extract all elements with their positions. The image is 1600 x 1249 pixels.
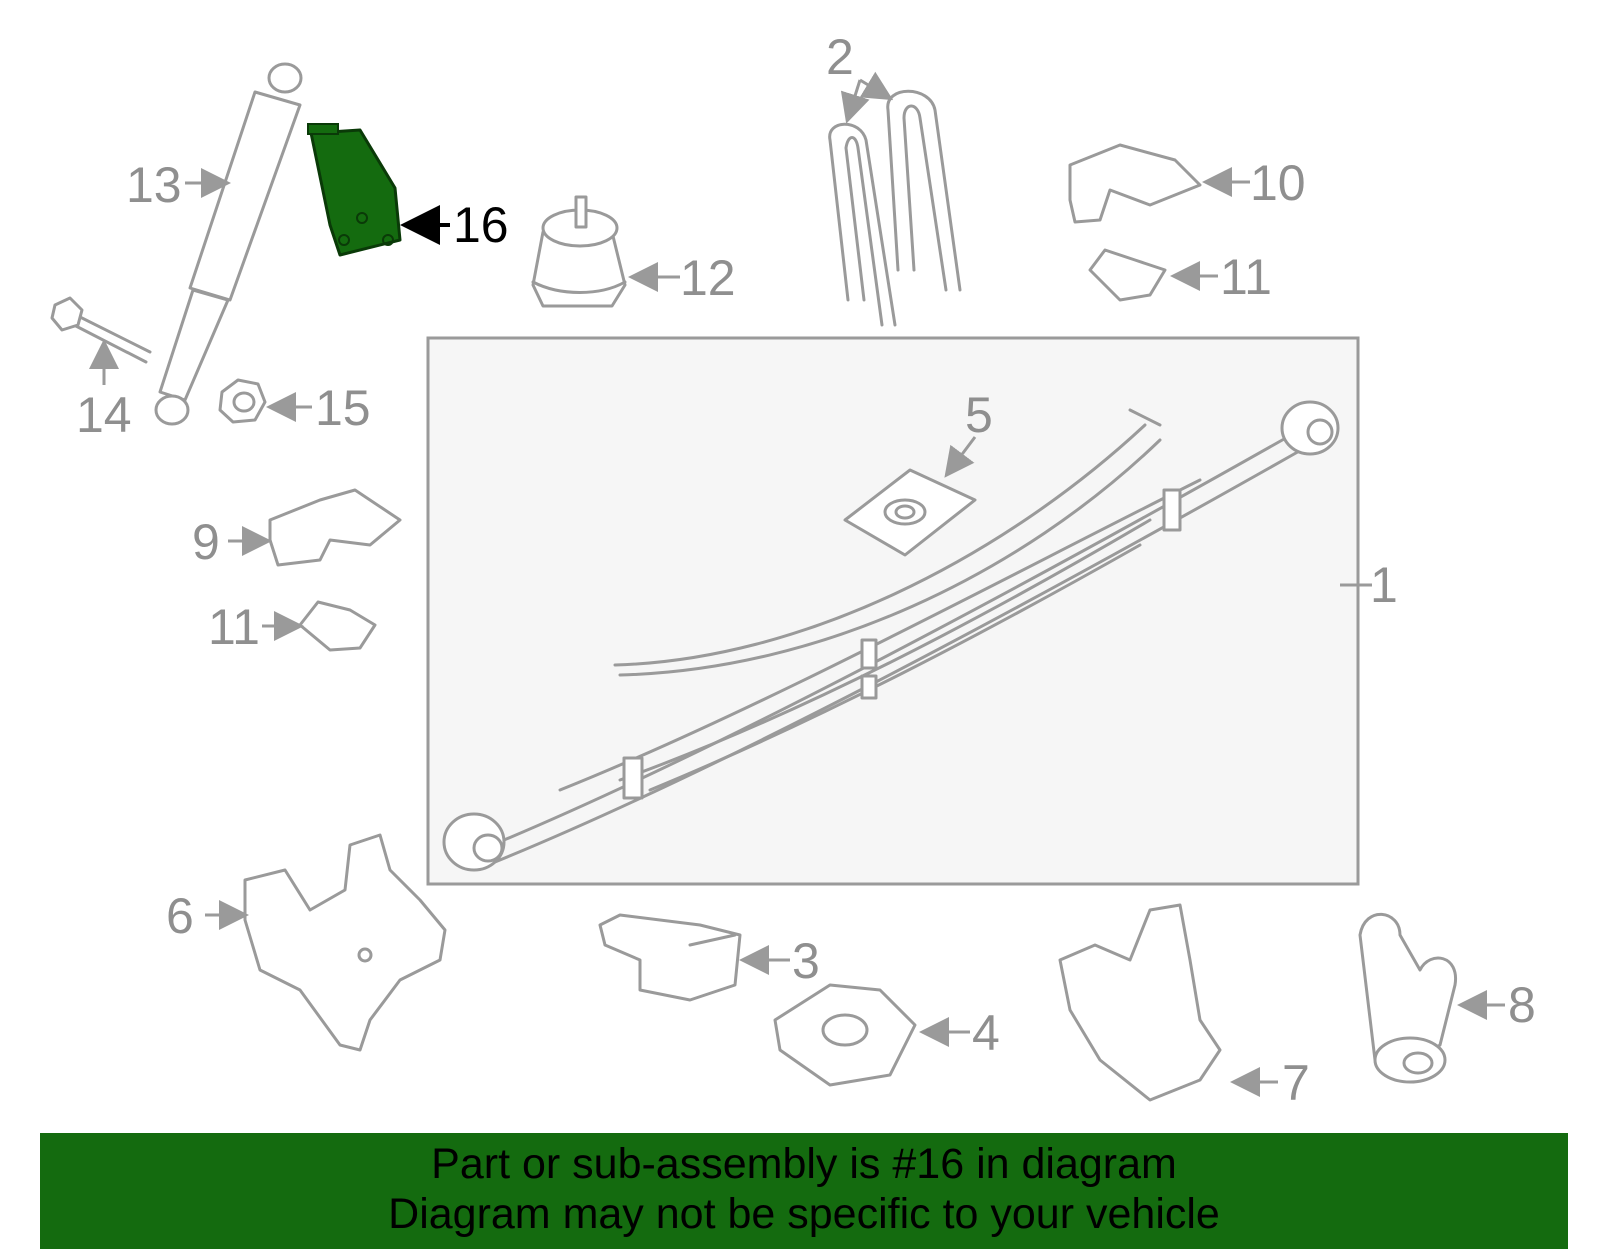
callout-13[interactable]: 13 xyxy=(126,157,182,213)
nut-part[interactable] xyxy=(218,378,267,424)
callout-15[interactable]: 15 xyxy=(315,380,371,436)
bump-stop-bracket-part-3[interactable] xyxy=(598,913,742,1002)
callout-2[interactable]: 2 xyxy=(826,29,854,85)
bolt-part[interactable] xyxy=(50,296,152,364)
banner-line-2: Diagram may not be specific to your vehi… xyxy=(388,1190,1220,1238)
banner-line-1: Part or sub-assembly is #16 in diagram xyxy=(431,1140,1177,1188)
spacer-plate-part[interactable] xyxy=(843,468,977,557)
callout-11-lower[interactable]: 11 xyxy=(208,599,260,655)
leader-2a xyxy=(840,79,870,124)
leaf-spring-box xyxy=(426,336,1360,886)
callout-9[interactable]: 9 xyxy=(192,514,220,570)
callout-4[interactable]: 4 xyxy=(972,1005,1000,1061)
callout-3[interactable]: 3 xyxy=(792,933,820,989)
callout-12[interactable]: 12 xyxy=(680,250,736,306)
clip-part-11-upper[interactable] xyxy=(1088,248,1167,302)
callout-6[interactable]: 6 xyxy=(166,888,194,944)
info-banner: Part or sub-assembly is #16 in diagram D… xyxy=(40,1133,1568,1249)
clip-part-11-lower[interactable] xyxy=(298,600,377,652)
bump-stop-part[interactable] xyxy=(531,195,627,308)
u-bolts-part[interactable] xyxy=(828,89,962,327)
spring-hanger-part-6[interactable] xyxy=(243,833,447,1052)
callout-5[interactable]: 5 xyxy=(965,387,993,443)
callout-11-upper[interactable]: 11 xyxy=(1220,249,1272,305)
callout-1[interactable]: 1 xyxy=(1370,557,1398,613)
spacer-block-part-4[interactable] xyxy=(773,983,917,1087)
shock-absorber-part[interactable] xyxy=(154,62,303,426)
callout-8[interactable]: 8 xyxy=(1508,977,1536,1033)
callout-7[interactable]: 7 xyxy=(1282,1055,1310,1111)
leader-5 xyxy=(944,436,977,478)
spring-seat-bracket-part-10[interactable] xyxy=(1068,143,1202,224)
leaf-spring-part[interactable] xyxy=(442,400,1340,872)
callout-10[interactable]: 10 xyxy=(1250,155,1306,211)
callout-16[interactable]: 16 xyxy=(453,197,509,253)
highlighted-bracket-part-16[interactable] xyxy=(307,123,402,257)
spring-seat-bracket-part-9[interactable] xyxy=(268,488,402,567)
spring-hanger-part-7[interactable] xyxy=(1058,903,1222,1102)
callout-14[interactable]: 14 xyxy=(76,387,132,443)
shackle-part-8[interactable] xyxy=(1358,912,1458,1084)
leader-2b xyxy=(859,71,894,101)
